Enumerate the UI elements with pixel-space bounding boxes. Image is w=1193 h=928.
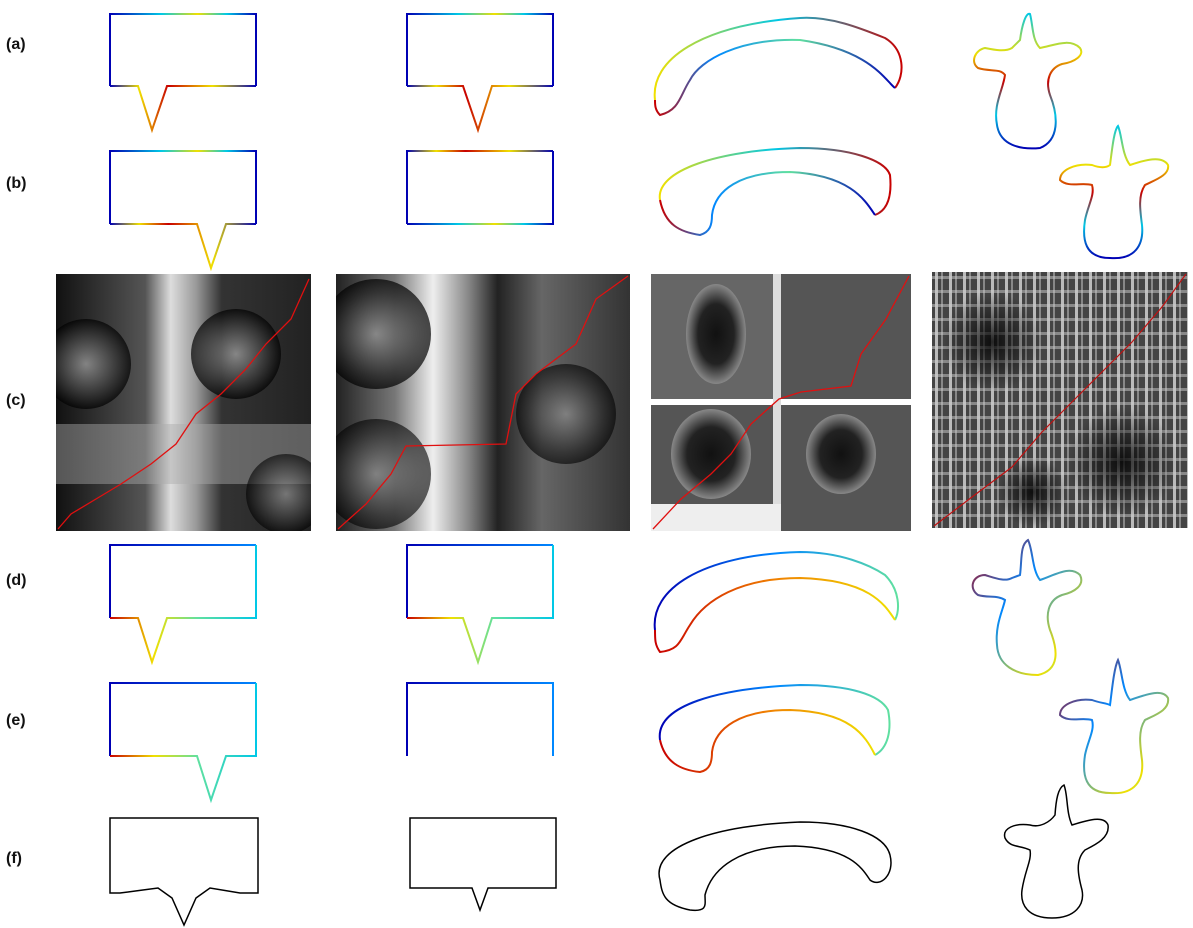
distance-matrix-3 [651, 274, 911, 531]
row-b-vertebra [1058, 124, 1170, 260]
distance-matrix-1 [56, 274, 311, 531]
row-f-vertebra [1003, 783, 1109, 919]
row-a-shape-1 [109, 13, 257, 134]
row-label-c: (c) [6, 392, 26, 409]
row-d-vertebra [971, 538, 1083, 677]
row-label-b: (b) [6, 175, 27, 192]
row-b-shape-2 [406, 150, 554, 225]
row-label-d: (d) [6, 572, 27, 589]
row-b-shape-1 [109, 150, 257, 272]
row-f-band [658, 821, 892, 912]
row-f-shape-2 [409, 817, 557, 913]
row-d-shape-2 [406, 544, 554, 666]
row-label-f: (f) [6, 850, 22, 867]
row-f-shape-1 [109, 817, 259, 927]
distance-matrix-2 [336, 274, 630, 531]
row-a-shape-2 [406, 13, 554, 134]
row-label-e: (e) [6, 712, 26, 729]
row-a-band [653, 16, 903, 117]
row-e-shape-2 [406, 682, 554, 757]
row-b-band [658, 146, 892, 237]
row-e-shape-1 [109, 682, 257, 804]
row-d-shape-1 [109, 544, 257, 666]
row-a-vertebra [973, 12, 1083, 150]
distance-matrix-4 [932, 272, 1188, 528]
row-e-band [658, 683, 891, 774]
row-d-band [653, 550, 899, 654]
row-label-a: (a) [6, 36, 26, 53]
row-e-vertebra [1058, 657, 1170, 795]
